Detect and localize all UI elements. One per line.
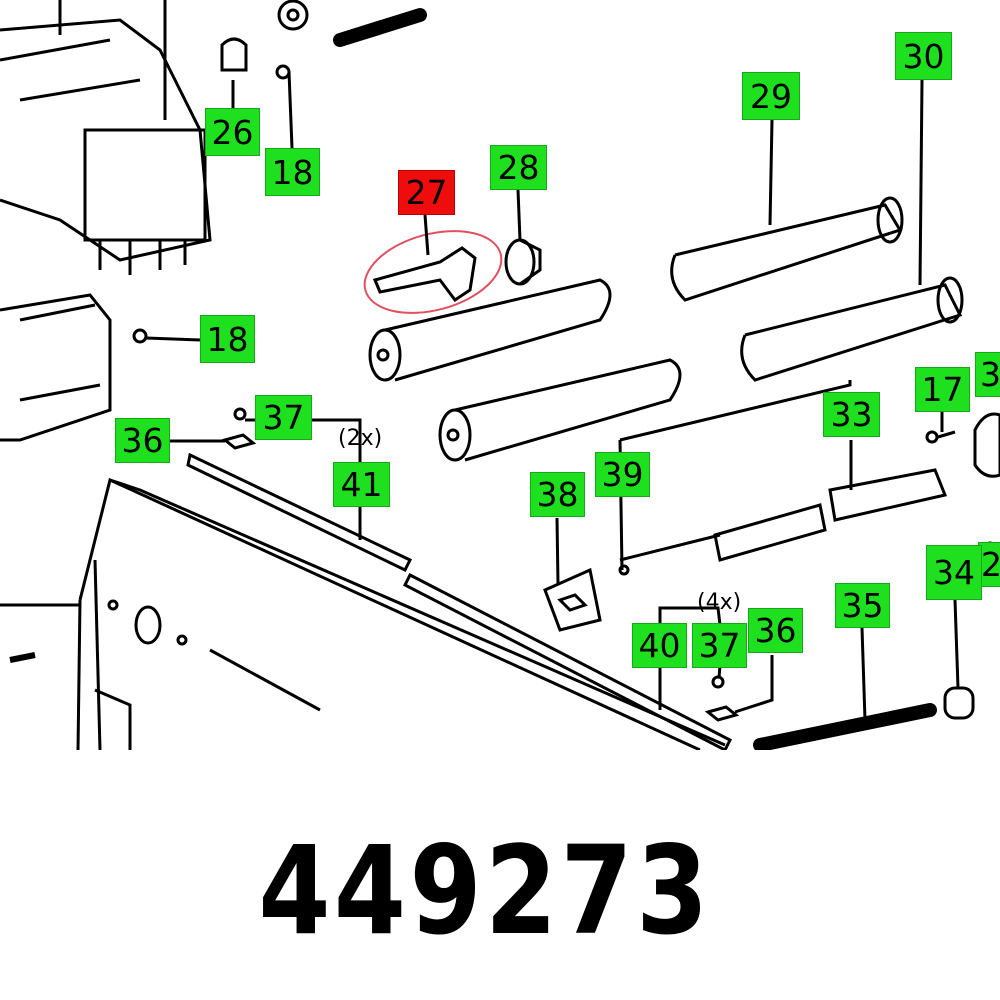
callout-36[interactable]: 36 <box>115 418 170 463</box>
right-small-parts <box>753 412 1000 750</box>
callout-37[interactable]: 37 <box>255 395 312 440</box>
callout-26[interactable]: 26 <box>205 108 260 156</box>
callout-37-lower[interactable]: 37 <box>692 623 747 668</box>
callout-27-highlighted[interactable]: 27 <box>398 170 455 215</box>
callout-3-cropped[interactable]: 3 <box>975 352 1000 397</box>
callout-40[interactable]: 40 <box>632 623 687 668</box>
callout-29[interactable]: 29 <box>742 72 800 120</box>
callout-30[interactable]: 30 <box>895 32 952 80</box>
callout-34[interactable]: 34 <box>926 545 982 600</box>
callout-35[interactable]: 35 <box>835 583 890 628</box>
motor-housing-top <box>0 0 427 275</box>
callout-36-lower[interactable]: 36 <box>748 608 803 653</box>
callout-39[interactable]: 39 <box>595 452 650 497</box>
guide-strips <box>170 407 774 750</box>
callout-38[interactable]: 38 <box>530 472 585 517</box>
callout-41[interactable]: 41 <box>333 462 390 507</box>
callout-17[interactable]: 17 <box>915 367 970 412</box>
part-28-cap <box>504 189 542 286</box>
part-33-spring-shaft <box>543 380 948 632</box>
quantity-2x: (2x) <box>338 426 383 451</box>
part-27-lever <box>363 214 503 314</box>
callout-33[interactable]: 33 <box>823 392 880 437</box>
callout-28[interactable]: 28 <box>490 145 547 190</box>
motor-left <box>0 293 201 442</box>
callout-18-lower[interactable]: 18 <box>200 315 255 363</box>
callout-18[interactable]: 18 <box>265 148 320 196</box>
parts-line-art <box>0 0 1000 750</box>
part-number: 449273 <box>258 820 712 962</box>
table-frame <box>0 477 726 750</box>
rollers <box>368 79 964 462</box>
quantity-4x: (4x) <box>697 590 742 615</box>
